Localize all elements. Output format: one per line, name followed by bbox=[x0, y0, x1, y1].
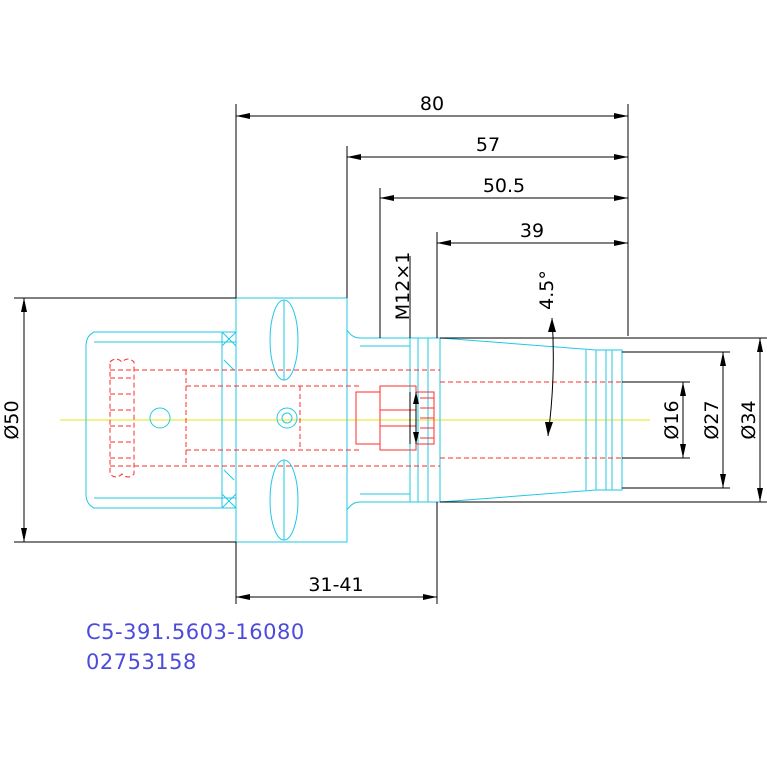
dim-50-5: 50.5 bbox=[483, 175, 525, 197]
dimension-labels: 80 57 50.5 39 31-41 4.5° M12×1 Ø50 Ø16 Ø… bbox=[1, 93, 760, 596]
dim-thread: M12×1 bbox=[392, 252, 414, 321]
dim-dia-50: Ø50 bbox=[1, 400, 23, 439]
part-outline bbox=[85, 297, 623, 543]
dim-57: 57 bbox=[476, 134, 500, 156]
dim-dia-16: Ø16 bbox=[661, 400, 683, 439]
item-code: 02753158 bbox=[86, 650, 197, 674]
arrowheads bbox=[21, 113, 763, 600]
dim-39: 39 bbox=[520, 220, 544, 242]
dim-80: 80 bbox=[420, 93, 444, 115]
dim-angle: 4.5° bbox=[536, 270, 558, 310]
dim-dia-27: Ø27 bbox=[701, 400, 723, 439]
dim-31-41: 31-41 bbox=[308, 574, 363, 596]
dim-dia-34: Ø34 bbox=[738, 400, 760, 439]
hidden-lines bbox=[109, 358, 622, 478]
dimension-lines bbox=[14, 104, 767, 604]
part-number: C5-391.5603-16080 bbox=[86, 620, 305, 644]
